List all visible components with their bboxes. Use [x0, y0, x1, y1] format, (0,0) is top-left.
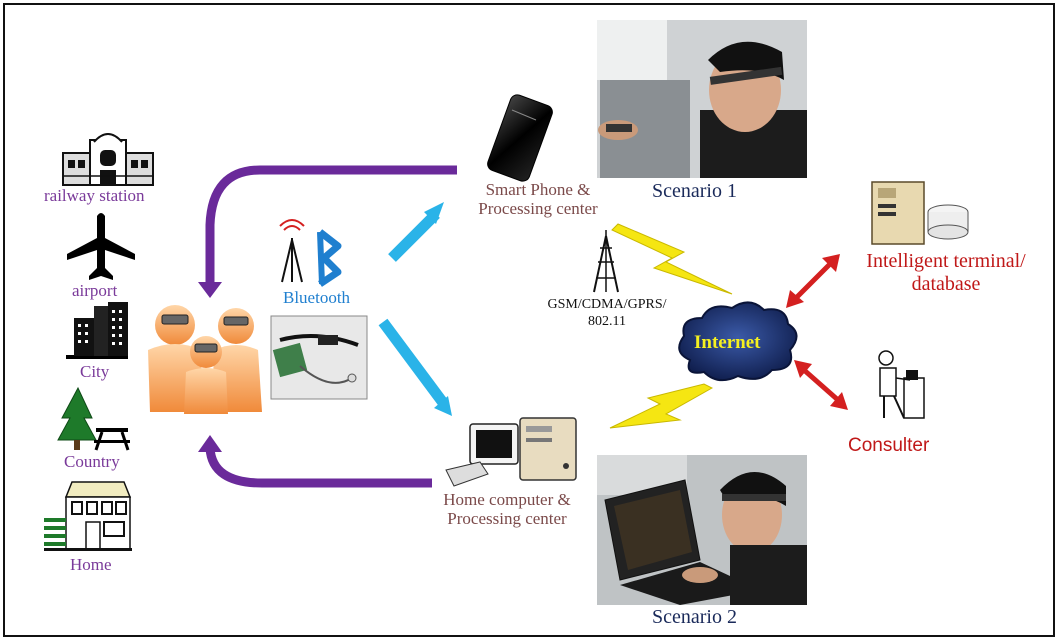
home-computer-label-line1: Home computer &	[443, 490, 571, 509]
blue-arrow-to-phone	[388, 202, 444, 262]
scenario1-label: Scenario 1	[652, 180, 737, 202]
purple-arrow-top	[198, 165, 457, 298]
consulter-icon	[878, 350, 925, 419]
country-icon	[57, 386, 130, 451]
purple-arrow-bottom	[198, 435, 432, 488]
headband-device-image	[270, 315, 368, 400]
internet-label: Internet	[694, 332, 761, 353]
smart-phone-label: Smart Phone & Processing center	[460, 180, 616, 218]
network-label: GSM/CDMA/GPRS/ 802.11	[522, 296, 692, 330]
smartphone-icon	[487, 94, 553, 182]
family-icon	[148, 305, 262, 414]
home-icon	[44, 481, 132, 551]
city-icon	[66, 302, 128, 359]
intelligent-terminal-label-line2: database	[911, 273, 981, 295]
lightning-icon-bottom	[609, 383, 714, 429]
red-arrow-consulter	[794, 360, 848, 410]
railway-station-icon	[62, 133, 154, 186]
antenna-icon	[279, 219, 305, 283]
cell-tower-icon	[593, 230, 619, 293]
intelligent-terminal-label: Intelligent terminal/ database	[846, 250, 1046, 296]
home-computer-label: Home computer & Processing center	[424, 490, 590, 528]
home-label: Home	[70, 555, 112, 574]
airport-label: airport	[72, 281, 118, 300]
network-label-line2: 802.11	[588, 314, 626, 329]
airplane-icon	[67, 213, 135, 280]
red-arrow-terminal	[786, 254, 840, 308]
desktop-computer-icon	[445, 417, 577, 487]
lightning-icon-top	[611, 223, 733, 295]
city-label: City	[80, 362, 110, 381]
scenario2-photo	[597, 455, 807, 605]
bluetooth-icon	[317, 229, 342, 287]
home-computer-label-line2: Processing center	[447, 509, 567, 528]
intelligent-terminal-label-line1: Intelligent terminal/	[866, 250, 1026, 272]
consulter-label: Consulter	[848, 435, 930, 456]
railway-station-label: railway station	[44, 186, 145, 205]
bluetooth-label: Bluetooth	[283, 288, 351, 307]
country-label: Country	[64, 452, 120, 471]
scenario1-photo	[597, 20, 807, 178]
smart-phone-label-line2: Processing center	[478, 199, 598, 218]
scenario2-label: Scenario 2	[652, 606, 737, 628]
server-database-icon	[871, 181, 969, 245]
smart-phone-label-line1: Smart Phone &	[485, 180, 591, 199]
internet-cloud-icon	[678, 301, 798, 382]
blue-arrow-to-computer	[378, 318, 452, 416]
network-label-line1: GSM/CDMA/GPRS/	[547, 297, 667, 312]
